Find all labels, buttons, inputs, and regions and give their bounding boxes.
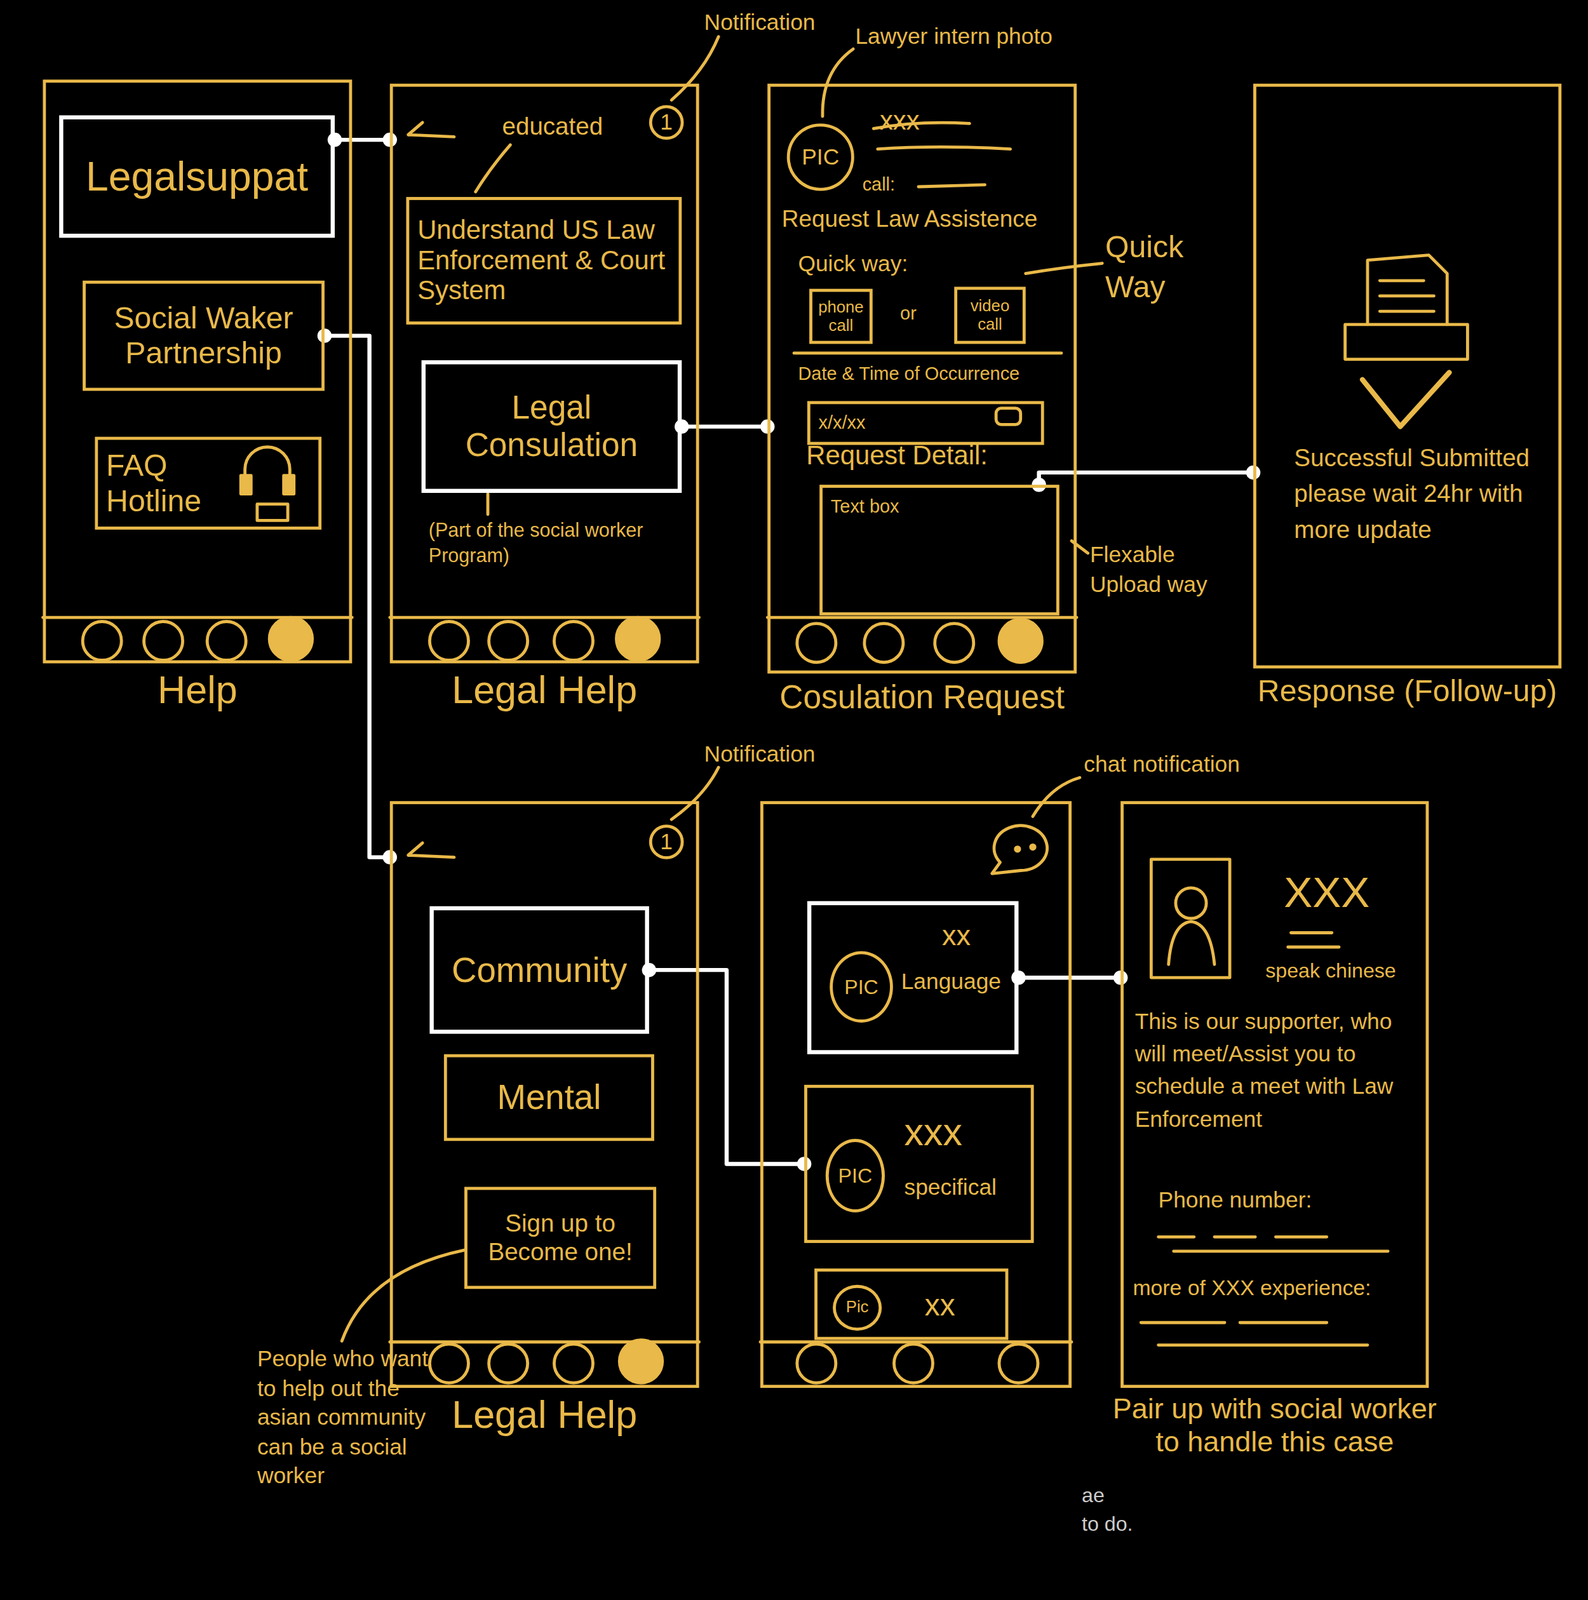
screen-title: Cosulation Request bbox=[779, 678, 1065, 716]
circle-node: PIC bbox=[787, 123, 855, 191]
annotation-label: Notification bbox=[704, 8, 816, 38]
button-box: Social Waker Partnership bbox=[82, 280, 325, 392]
chat-icon bbox=[992, 825, 1048, 875]
annotation-label: Quick way: bbox=[797, 250, 908, 280]
profile-card: xxLanguage PIC bbox=[807, 901, 1019, 1055]
flow-connector bbox=[317, 328, 397, 865]
node-text: Sign up to Become one! bbox=[475, 1210, 646, 1267]
node-text: xxx bbox=[904, 1110, 963, 1155]
button-box: phone call bbox=[809, 289, 873, 345]
flow-connector bbox=[1011, 970, 1128, 985]
node-text: PIC bbox=[838, 1163, 873, 1188]
node-text: Text box bbox=[830, 496, 1049, 518]
annotation-label: to do. bbox=[1081, 1510, 1133, 1538]
annotation-label: This is our supporter, who will meet/Ass… bbox=[1135, 1005, 1411, 1136]
node-text: video call bbox=[960, 296, 1020, 335]
button-box: Legalsuppat bbox=[59, 115, 335, 239]
phone-frame: HelpLegalsuppatSocial Waker PartnershipF… bbox=[42, 79, 352, 664]
flow-connector bbox=[674, 419, 775, 434]
screen-title: Legal Help bbox=[451, 668, 638, 713]
button-box: FAQ Hotline bbox=[94, 437, 322, 530]
circle-node: 1 bbox=[649, 824, 685, 860]
node-text: Mental bbox=[455, 1077, 644, 1118]
profile-card: xxx specifical PIC bbox=[804, 1084, 1035, 1244]
node-text: specifical bbox=[904, 1174, 997, 1201]
submit-icon bbox=[1345, 255, 1468, 427]
nav-bars bbox=[42, 617, 1077, 1383]
node-text: Pic bbox=[846, 1298, 869, 1318]
profile-card: xx Pic bbox=[814, 1268, 1009, 1340]
annotation-label: Request Law Assistence bbox=[781, 203, 1073, 235]
node-text: Social Waker Partnership bbox=[94, 300, 314, 371]
annotation-label: more of XXX experience: bbox=[1132, 1273, 1419, 1302]
annotation-label: Lawyer intern photo bbox=[854, 22, 1091, 52]
annotation-label: speak chinese bbox=[1265, 957, 1396, 984]
annotation-label: XXX bbox=[1283, 865, 1370, 922]
circle-node: PIC bbox=[825, 1138, 885, 1213]
screen-title: Response (Follow-up) bbox=[1257, 673, 1557, 709]
headphone-icon bbox=[240, 447, 295, 521]
phone-frame: Response (Follow-up) bbox=[1253, 83, 1562, 669]
flow-connector bbox=[1031, 465, 1261, 493]
annotation-label: People who want to help out the asian co… bbox=[257, 1345, 431, 1492]
annotation-label: Date & Time of Occurrence bbox=[797, 362, 1069, 387]
annotation-label: Flexable Upload way bbox=[1090, 541, 1244, 600]
annotation-label: Quick Way bbox=[1105, 226, 1218, 307]
screen-title: Pair up with social worker to handle thi… bbox=[1106, 1392, 1444, 1459]
flow-connector bbox=[642, 962, 812, 1172]
annotation-label: Phone number: bbox=[1158, 1185, 1313, 1216]
button-box: x/x/xx bbox=[807, 400, 1045, 445]
node-text: Language bbox=[901, 968, 1002, 995]
screen-title: Help bbox=[157, 668, 238, 713]
node-text: Understand US Law Enforcement & Court Sy… bbox=[417, 214, 671, 307]
node-text: 1 bbox=[659, 109, 673, 136]
phone-frame: Legal Help1Understand US Law Enforcement… bbox=[390, 83, 700, 664]
circle-node: Pic bbox=[832, 1285, 882, 1331]
annotation-label: educated bbox=[501, 110, 603, 143]
node-text: phone call bbox=[815, 297, 867, 336]
button-box: Text box bbox=[819, 484, 1060, 616]
annotation-label: chat notification bbox=[1083, 750, 1240, 780]
node-text: xx bbox=[924, 1288, 956, 1324]
leader-lines bbox=[341, 36, 1080, 1341]
button-box: Mental bbox=[444, 1054, 655, 1142]
node-text: FAQ Hotline bbox=[106, 447, 239, 519]
button-box: Sign up to Become one! bbox=[464, 1187, 657, 1290]
node-text: Legal Consulation bbox=[433, 388, 670, 464]
button-box: Community bbox=[429, 906, 649, 1035]
node-text: 1 bbox=[659, 828, 673, 855]
button-box: video call bbox=[954, 286, 1026, 344]
annotation-label: xxx bbox=[879, 104, 920, 139]
node-text: PIC bbox=[801, 144, 840, 171]
annotation-label: Request Detail: bbox=[806, 438, 988, 474]
phone-frame: Legal Help1CommunityMentalSign up to Bec… bbox=[390, 800, 700, 1388]
node-text: x/x/xx bbox=[818, 412, 997, 434]
node-text: Legalsuppat bbox=[71, 153, 323, 201]
annotation-label: call: bbox=[862, 173, 895, 198]
flow-connector bbox=[327, 132, 397, 147]
node-text: PIC bbox=[844, 975, 879, 999]
circle-node: 1 bbox=[649, 104, 685, 140]
phone3-marks bbox=[794, 122, 1103, 554]
button-box: Understand US Law Enforcement & Court Sy… bbox=[405, 196, 682, 325]
screen-title: Legal Help bbox=[451, 1392, 638, 1438]
node-text: Community bbox=[442, 950, 638, 991]
annotation-label: ae bbox=[1081, 1481, 1105, 1509]
annotation-label: Notification bbox=[704, 740, 816, 770]
button-box: Legal Consulation bbox=[421, 360, 683, 493]
circle-node: PIC bbox=[829, 950, 894, 1023]
annotation-label: (Part of the social worker Program) bbox=[428, 518, 685, 569]
portrait-icon bbox=[1140, 859, 1388, 1346]
annotation-label: or bbox=[900, 302, 917, 327]
node-text: xx bbox=[942, 919, 971, 953]
annotation-label: Successful Submitted please wait 24hr wi… bbox=[1293, 440, 1545, 548]
phone-frame: xxLanguagePICxxxspecificalPICxxPic bbox=[760, 800, 1072, 1388]
